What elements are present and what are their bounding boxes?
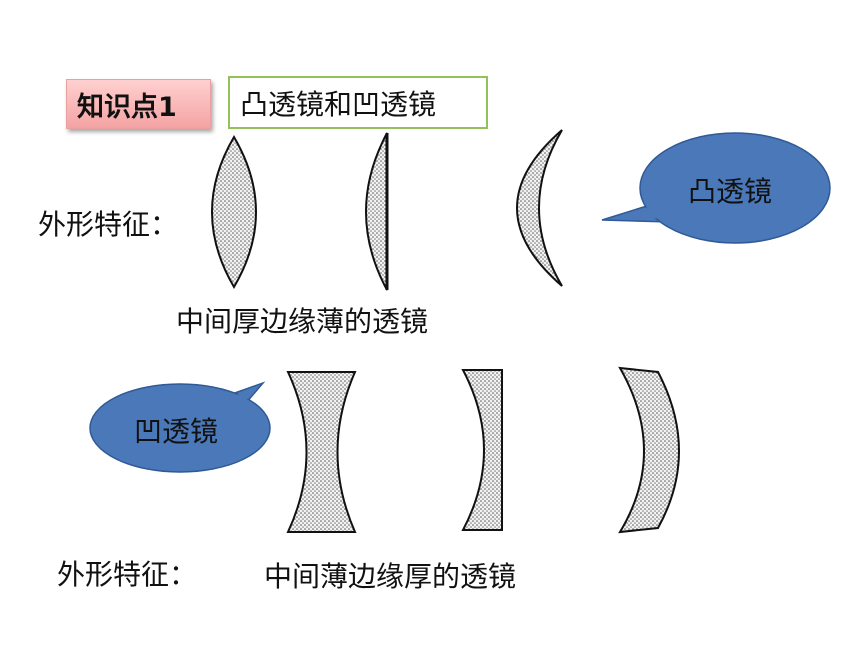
knowledge-point-label: 知识点1 — [77, 91, 177, 123]
concave-description: 中间薄边缘厚的透镜 — [264, 560, 517, 593]
convex-feature-label: 外形特征： — [38, 208, 179, 241]
convex-description: 中间厚边缘薄的透镜 — [176, 305, 429, 338]
convex-bubble-text: 凸透镜 — [688, 175, 773, 208]
concave-meniscus-lens — [618, 366, 680, 534]
convex-meniscus-lens — [516, 129, 563, 287]
plano-convex-lens — [365, 132, 388, 291]
section-title-text: 凸透镜和凹透镜 — [240, 87, 437, 121]
section-title: 凸透镜和凹透镜 — [228, 76, 488, 129]
concave-bubble-text: 凹透镜 — [134, 415, 219, 448]
biconcave-lens — [286, 371, 357, 533]
biconvex-lens — [211, 135, 257, 289]
plano-concave-lens — [461, 369, 503, 531]
concave-feature-label: 外形特征： — [57, 558, 198, 591]
concave-lens-bubble — [89, 381, 271, 473]
convex-lens-bubble — [601, 132, 831, 244]
knowledge-point-tag: 知识点1 — [66, 79, 211, 129]
